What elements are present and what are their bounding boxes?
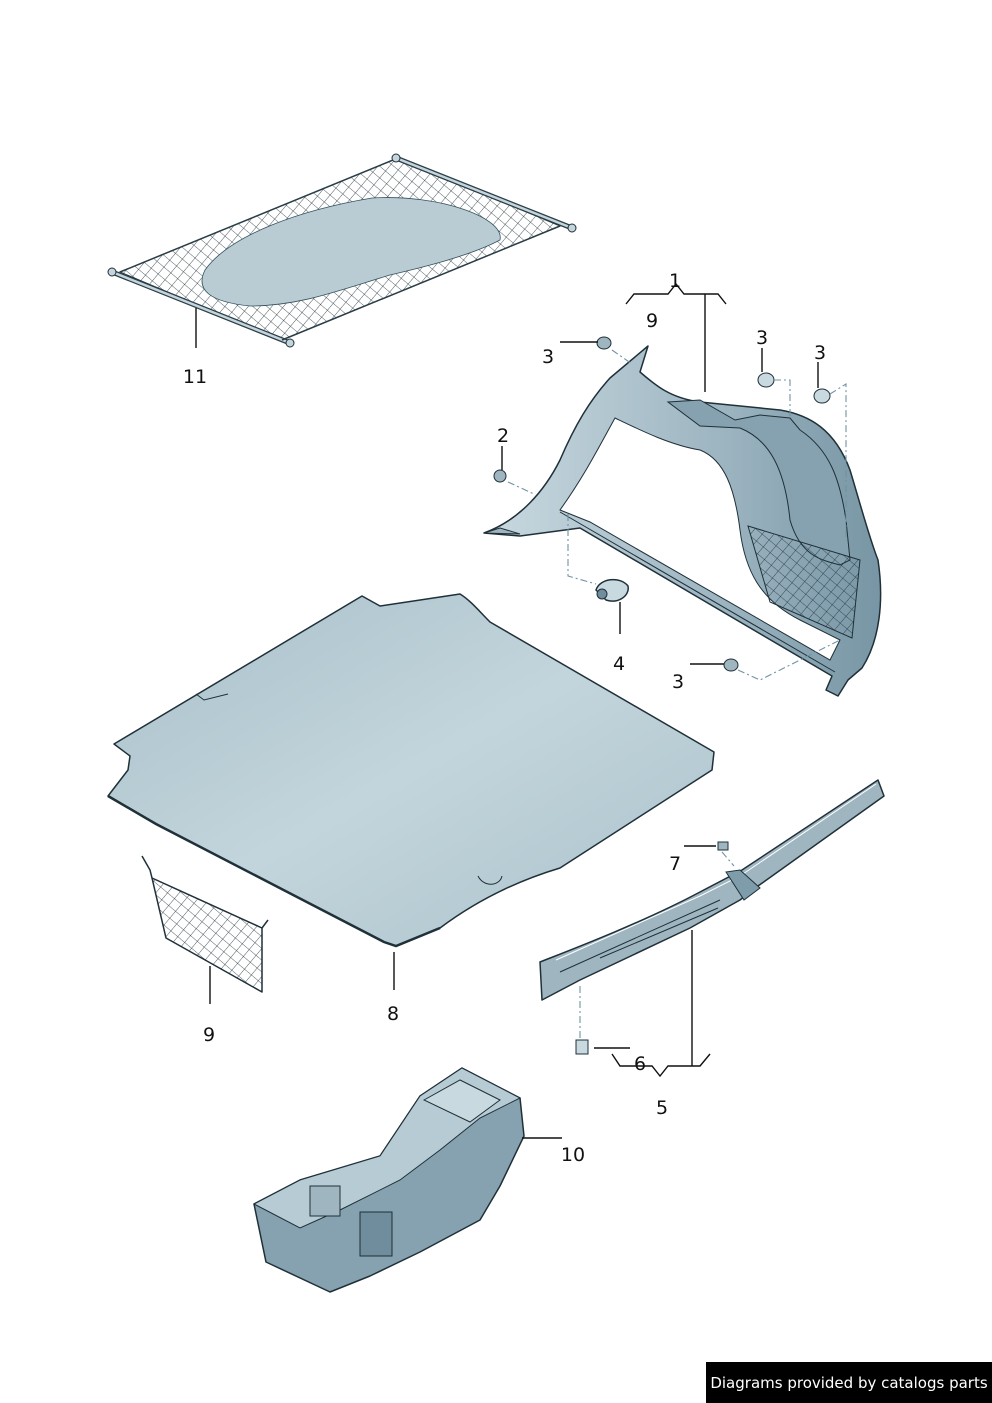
bracket-5: [611, 1053, 711, 1078]
bracket-1: [625, 282, 727, 305]
callout-4: 4: [613, 653, 625, 675]
callout-3: 3: [756, 327, 768, 349]
storage-net-icon: [141, 855, 269, 993]
callout-9: 9: [203, 1024, 215, 1046]
cargo-net-icon: [107, 153, 577, 348]
dash-4: [567, 514, 597, 585]
callout-7: 7: [669, 853, 681, 875]
sill-trim-icon: [539, 779, 885, 1001]
callout-5: 5: [656, 1097, 668, 1119]
callout-11: 11: [183, 366, 207, 388]
callout-3: 3: [542, 346, 554, 368]
side-trim-panel-icon: [483, 345, 882, 697]
footer-text: Diagrams provided by catalogs parts: [710, 1373, 988, 1392]
callout-8: 8: [387, 1003, 399, 1025]
callout-3: 3: [814, 342, 826, 364]
dash-7: [721, 851, 735, 867]
clip-icon: [575, 841, 729, 1055]
callout-1: 1: [669, 270, 681, 292]
dash-3c: [829, 383, 847, 540]
callout-9: 9: [646, 310, 658, 332]
callout-2: 2: [497, 425, 509, 447]
dash-3b: [774, 379, 791, 420]
dash-3a: [611, 349, 633, 365]
lashing-eye-icon: [595, 578, 629, 602]
floor-covering-icon: [107, 593, 715, 948]
callout-10: 10: [561, 1144, 585, 1166]
callout-6: 6: [634, 1053, 646, 1075]
storage-tray-icon: [252, 1067, 525, 1293]
footer-credit: Diagrams provided by catalogs parts: [706, 1362, 992, 1403]
callout-3: 3: [672, 671, 684, 693]
dash-2: [507, 481, 535, 495]
clip-icon: [493, 336, 831, 672]
